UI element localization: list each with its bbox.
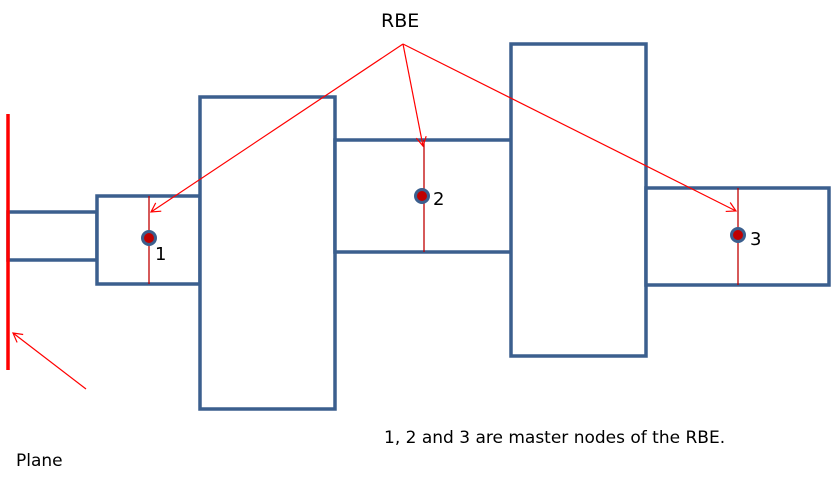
master-node-1[interactable] (141, 230, 157, 246)
master-node-3[interactable] (730, 227, 746, 243)
shaft-rect (6, 210, 99, 262)
tall-block-b (509, 42, 648, 358)
plane-label-arrow (12, 332, 87, 390)
rbe-arrow-to-node-2 (402, 43, 427, 148)
node-label-1: 1 (155, 244, 167, 265)
master-node-2[interactable] (414, 188, 430, 204)
node-label-2: 2 (433, 189, 445, 210)
rbe-arrow-to-node-1 (149, 43, 404, 213)
notes-block: 1, 2 and 3 are master nodes of the RBE. … (384, 371, 725, 499)
notes-line-master-nodes: 1, 2 and 3 are master nodes of the RBE. (384, 428, 726, 448)
rbe-label: RBE (381, 10, 420, 32)
plane-definition-label: Plane Definition (16, 396, 98, 499)
plane-label-line-1: Plane (16, 451, 63, 471)
tall-block-a (198, 95, 337, 411)
rbe-arrow-to-node-3 (402, 43, 738, 213)
node-label-3: 3 (750, 229, 762, 250)
